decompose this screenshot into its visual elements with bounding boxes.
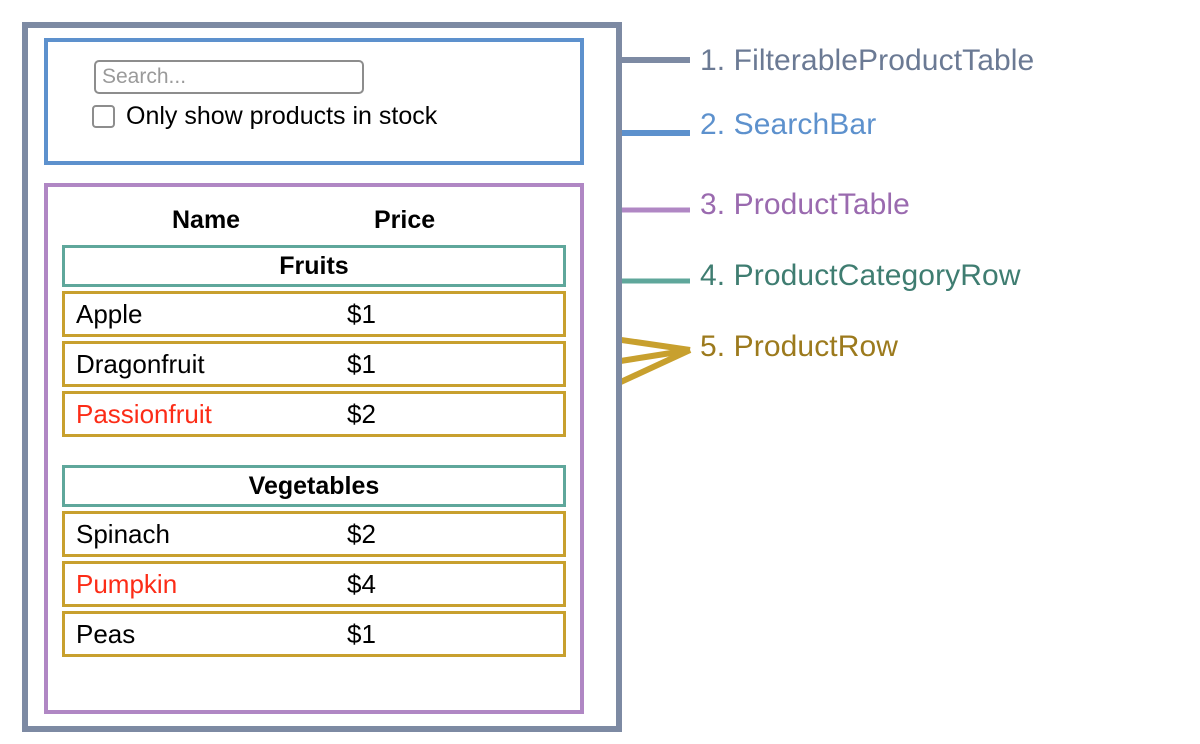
product-name: Passionfruit	[76, 399, 212, 429]
legend-item-product-category-row: 4. ProductCategoryRow	[700, 259, 1021, 292]
product-name: Pumpkin	[76, 569, 178, 599]
product-name: Dragonfruit	[76, 349, 205, 379]
product-name: Peas	[76, 619, 136, 649]
product-price: $1	[347, 299, 376, 329]
legend-item-product-row: 5. ProductRow	[700, 330, 899, 363]
product-name: Apple	[76, 299, 143, 329]
product-price: $2	[347, 399, 376, 429]
search-bar: Only show products in stock	[44, 38, 584, 165]
product-category-row: Vegetables	[62, 465, 566, 507]
category-spacer	[62, 441, 566, 465]
product-table-body: Fruits Apple $1 Dragonfruit $1 Passionfr…	[62, 245, 566, 661]
only-in-stock-label: Only show products in stock	[126, 102, 438, 130]
column-header-name: Name	[172, 206, 241, 234]
product-row: Spinach $2	[62, 511, 566, 557]
product-category-row: Fruits	[62, 245, 566, 287]
legend-item-search-bar: 2. SearchBar	[700, 108, 877, 141]
product-row: Peas $1	[62, 611, 566, 657]
search-input[interactable]	[94, 60, 364, 94]
only-in-stock-checkbox[interactable]	[92, 105, 115, 128]
legend-item-product-table: 3. ProductTable	[700, 188, 910, 221]
product-row: Dragonfruit $1	[62, 341, 566, 387]
product-name: Spinach	[76, 519, 170, 549]
legend-item-filterable-product-table: 1. FilterableProductTable	[700, 44, 1035, 77]
product-category-label: Fruits	[279, 252, 349, 280]
product-price: $4	[347, 569, 376, 599]
product-table: Name Price Fruits Apple $1 Dragonfruit $…	[44, 183, 584, 714]
product-price: $1	[347, 619, 376, 649]
product-row: Passionfruit $2	[62, 391, 566, 437]
product-table-header: Name Price	[48, 199, 580, 241]
column-header-price: Price	[374, 206, 436, 234]
in-stock-filter[interactable]: Only show products in stock	[92, 104, 437, 129]
product-price: $1	[347, 349, 376, 379]
product-category-label: Vegetables	[248, 472, 380, 500]
product-row: Apple $1	[62, 291, 566, 337]
product-row: Pumpkin $4	[62, 561, 566, 607]
product-price: $2	[347, 519, 376, 549]
